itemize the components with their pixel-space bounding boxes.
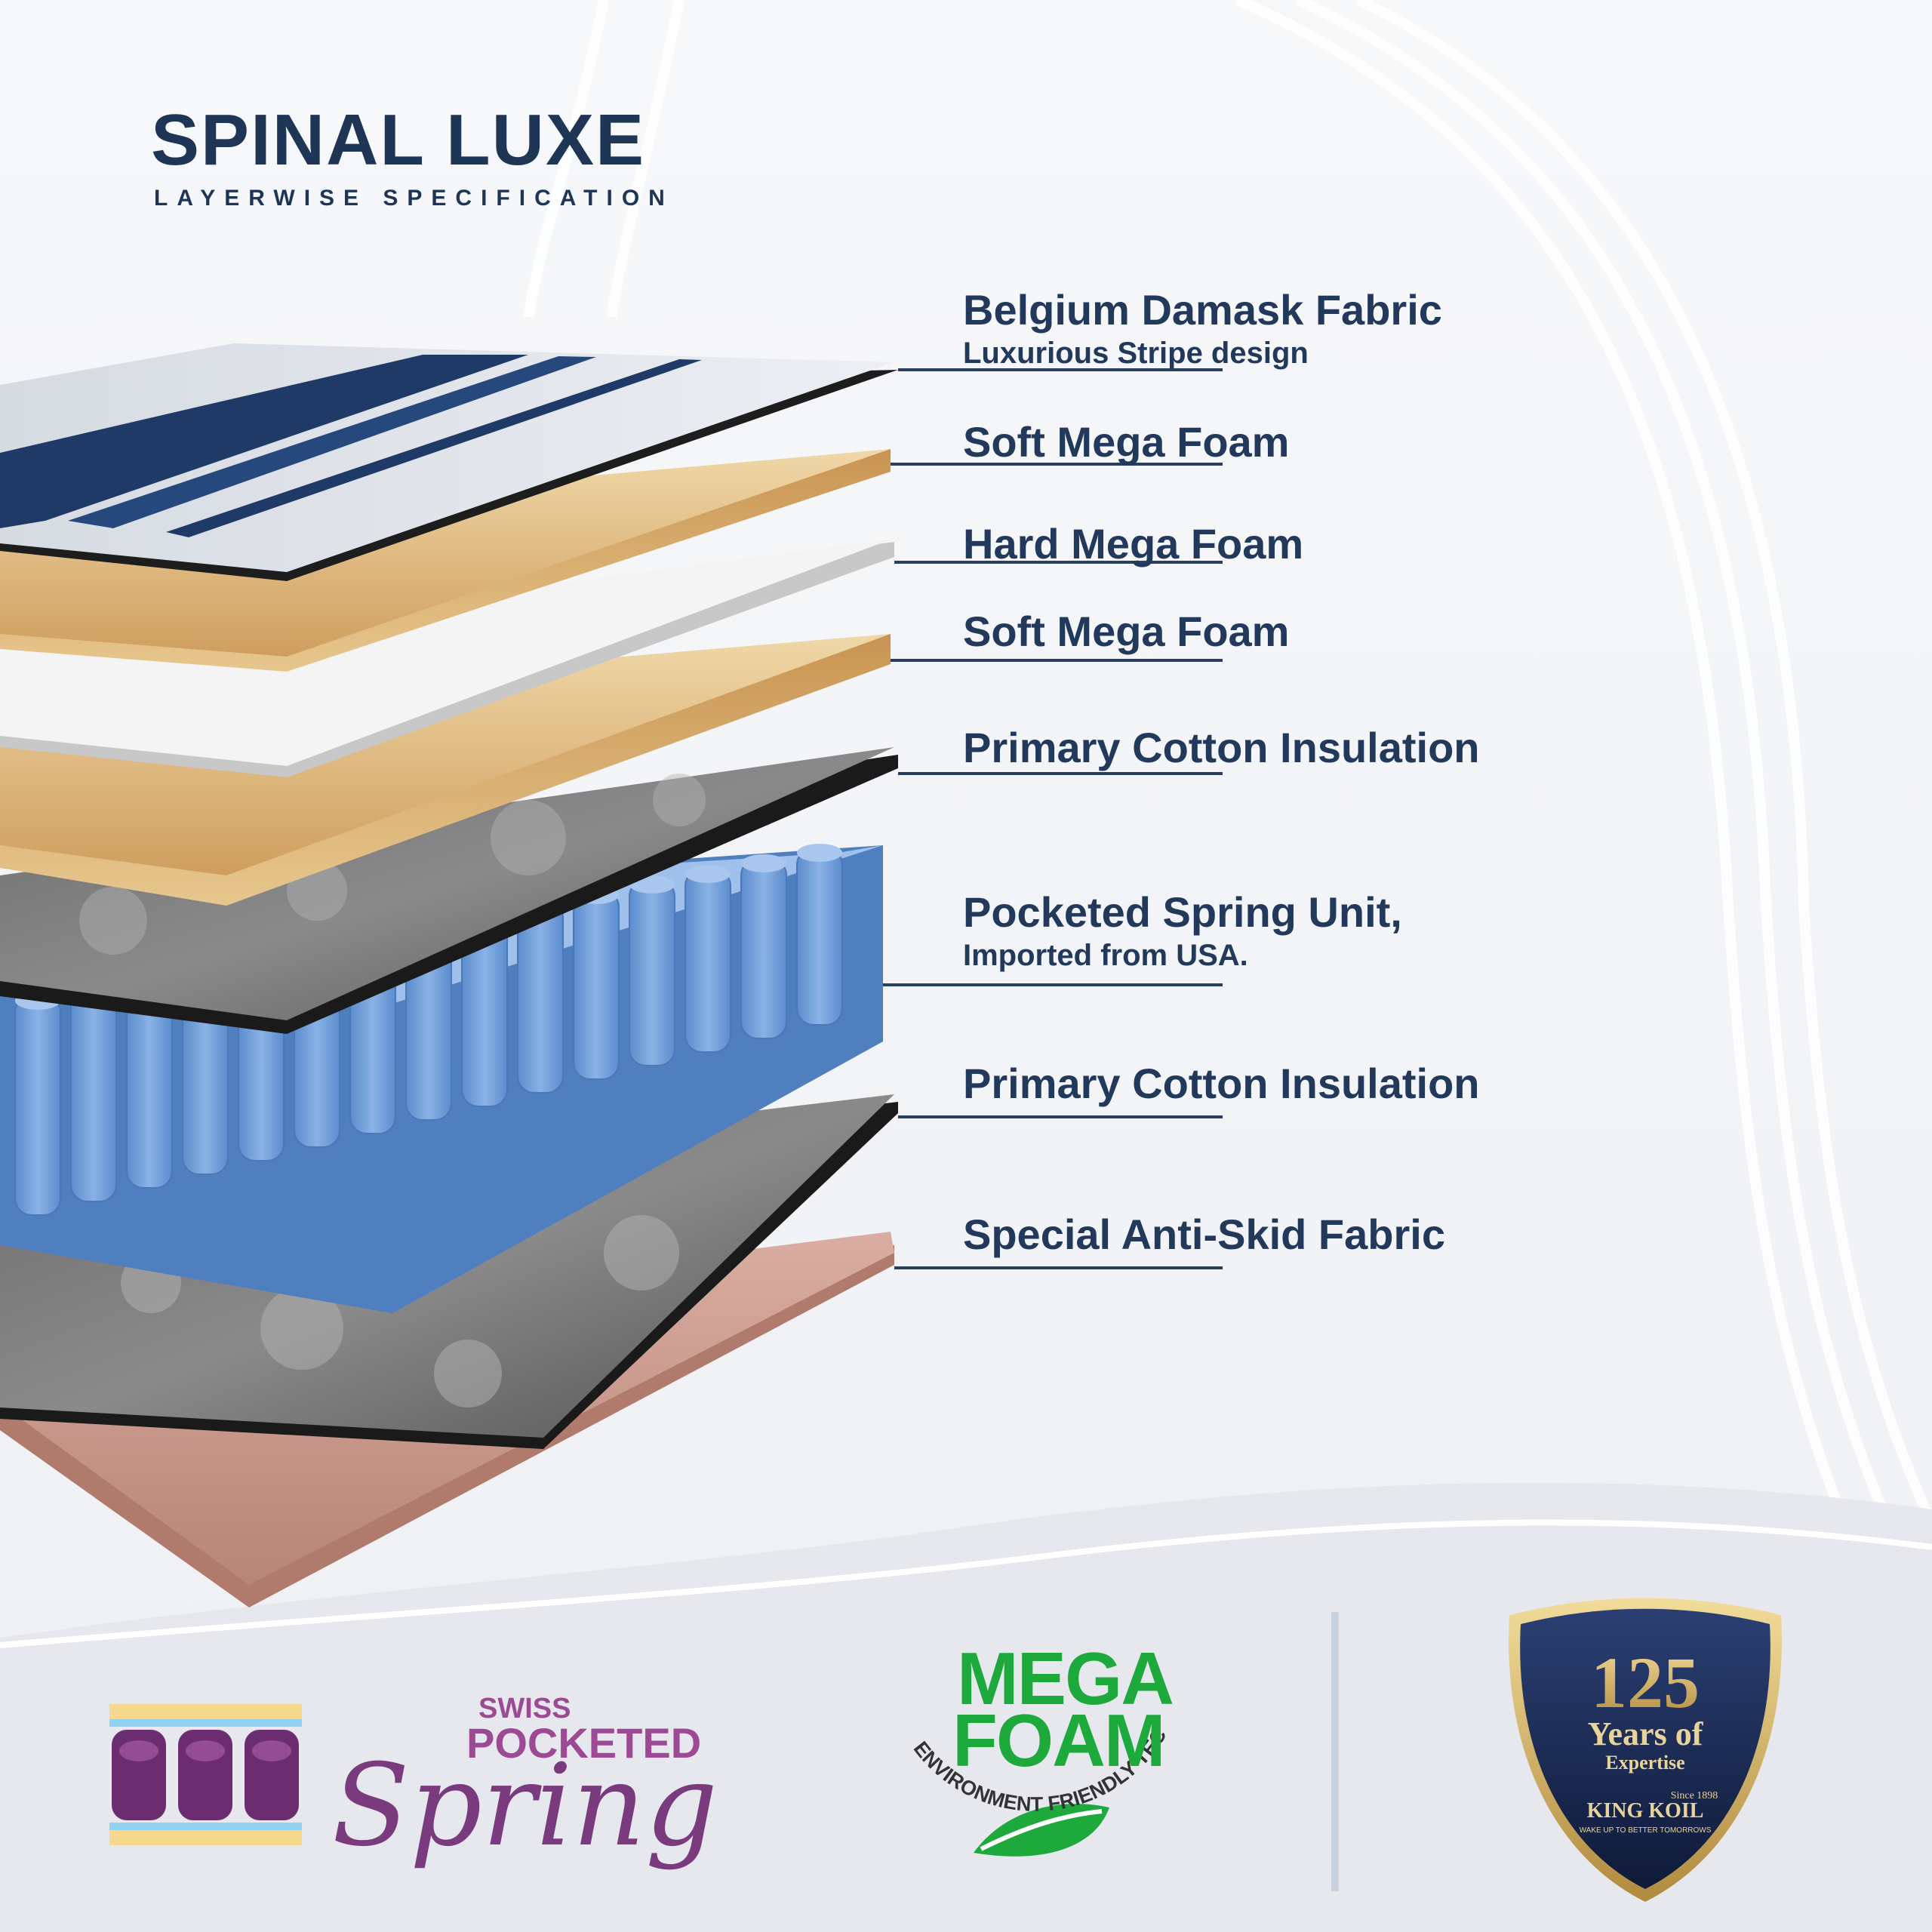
badge-number: 125 — [1591, 1642, 1700, 1723]
spring-script: Spring — [332, 1740, 718, 1872]
layer-label-7: Primary Cotton Insulation — [963, 1060, 1480, 1107]
spring-coil — [70, 985, 117, 1202]
spring-coil — [685, 869, 731, 1053]
layer-name: Soft Mega Foam — [963, 608, 1290, 655]
spring-coil-top — [741, 854, 786, 872]
layer-label-6: Pocketed Spring Unit, Imported from USA. — [963, 889, 1402, 972]
foam-word: FOAM — [952, 1699, 1165, 1782]
spring-coil — [796, 848, 843, 1026]
layer-name: Soft Mega Foam — [963, 418, 1290, 466]
spring-coil — [629, 879, 675, 1066]
layer-damask-fabric — [0, 343, 898, 581]
layer-name: Primary Cotton Insulation — [963, 1060, 1480, 1107]
layer-label-8: Special Anti-Skid Fabric — [963, 1211, 1445, 1258]
mega-foam-leaf-icon — [974, 1804, 1109, 1857]
badge-expertise: Expertise — [1605, 1752, 1684, 1774]
spring-coil — [14, 995, 61, 1216]
layer-soft-foam-1 — [0, 449, 891, 672]
spring-coil-top — [797, 844, 842, 862]
layer-label-5: Primary Cotton Insulation — [963, 724, 1480, 771]
swiss-label: SWISS — [478, 1693, 571, 1724]
layer-name: Hard Mega Foam — [963, 520, 1304, 568]
spring-coil — [740, 858, 787, 1039]
layer-detail: Luxurious Stripe design — [963, 336, 1309, 370]
footer-wave — [0, 1482, 1932, 1932]
layer-name: Primary Cotton Insulation — [963, 724, 1480, 771]
layer-name: Belgium Damask Fabric — [963, 286, 1442, 334]
badge-since: Since 1898 — [1671, 1790, 1718, 1801]
layer-detail: Imported from USA. — [963, 938, 1248, 972]
badge-tagline: WAKE UP TO BETTER TOMORROWS — [1580, 1826, 1712, 1835]
layer-label-3: Hard Mega Foam — [963, 521, 1303, 568]
layer-label-1: Belgium Damask Fabric Luxurious Stripe d… — [963, 287, 1442, 370]
mega-word: MEGA — [957, 1637, 1174, 1720]
spring-coil — [573, 890, 620, 1080]
layer-hard-foam — [0, 540, 894, 777]
layer-name: Special Anti-Skid Fabric — [963, 1211, 1445, 1258]
swiss-spring-logo-graphic — [109, 1704, 302, 1845]
layer-label-4: Soft Mega Foam — [963, 608, 1289, 655]
badge-brand: KING KOIL — [1587, 1799, 1704, 1823]
layer-name: Pocketed Spring Unit, — [963, 888, 1402, 936]
layer-top-cotton — [0, 747, 898, 1034]
pocketed-label: POCKETED — [466, 1719, 702, 1767]
badge-years: Years of — [1588, 1715, 1704, 1752]
product-title: SPINAL LUXE — [151, 100, 645, 180]
background-curves — [523, 0, 1932, 1588]
anniversary-badge: 125 Years of Expertise Since 1898 KING K… — [1509, 1598, 1782, 1902]
footer-divider — [1331, 1612, 1339, 1891]
layer-label-2: Soft Mega Foam — [963, 419, 1289, 466]
spring-coil-top — [685, 865, 731, 883]
connector-lines — [883, 368, 1223, 1269]
product-subtitle: LAYERWISE SPECIFICATION — [154, 186, 674, 211]
